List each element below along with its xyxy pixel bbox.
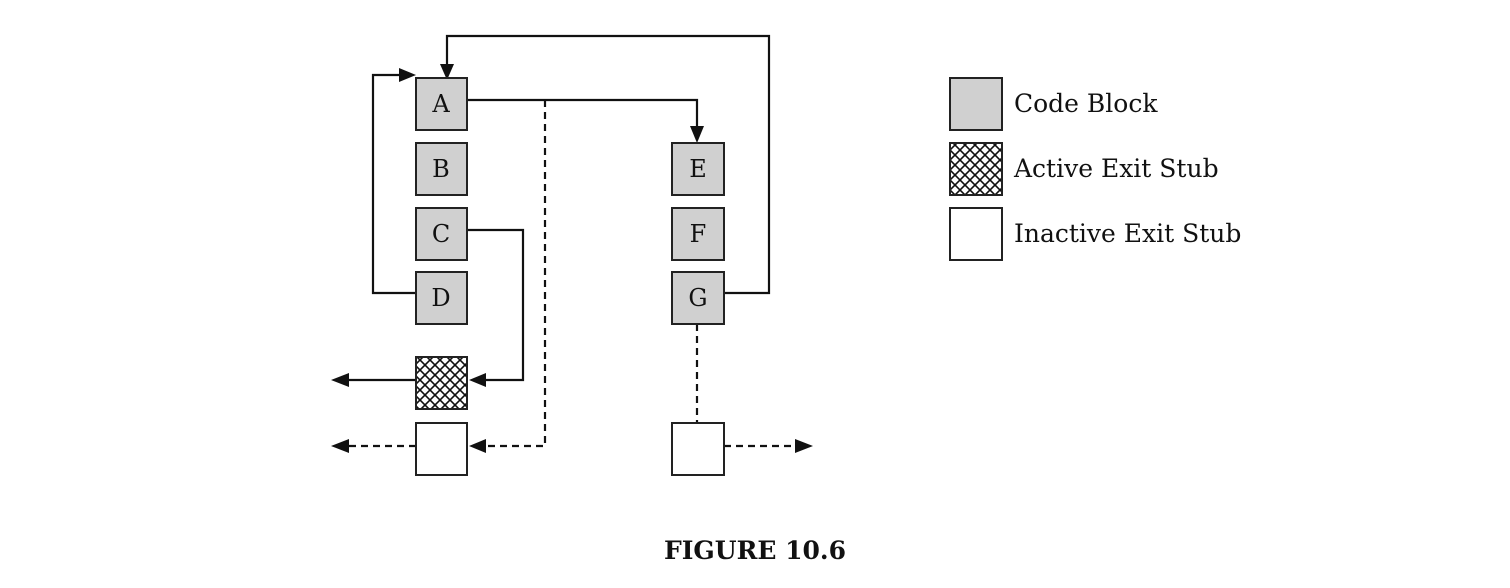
- edge-g-to-a: [445, 34, 771, 295]
- arrowhead-into-a-top: [440, 64, 454, 80]
- code-block-c: C: [415, 207, 468, 261]
- legend-swatch-inactive-exit-stub: [949, 207, 1003, 261]
- code-block-a: A: [415, 77, 468, 131]
- legend-swatch-code-block: [949, 77, 1003, 131]
- code-block-d: D: [415, 271, 468, 325]
- arrowhead-into-inactive-stub: [469, 439, 486, 453]
- edge-c-to-active-stub: [467, 228, 525, 382]
- code-block-e: E: [671, 142, 725, 196]
- code-block-g: G: [671, 271, 725, 325]
- legend: Code Block Active Exit Stub Inactive Exi…: [949, 77, 1241, 261]
- inactive-exit-stub-left: [415, 422, 468, 476]
- code-block-f: F: [671, 207, 725, 261]
- legend-label-inactive-exit-stub: Inactive Exit Stub: [1014, 219, 1241, 248]
- block-label-f: F: [690, 220, 707, 248]
- legend-label-active-exit-stub: Active Exit Stub: [1013, 154, 1219, 183]
- block-label-e: E: [689, 155, 707, 183]
- figure-caption: FIGURE 10.6: [663, 536, 847, 565]
- block-label-a: A: [431, 90, 450, 118]
- block-label-b: B: [432, 155, 450, 183]
- edge-a-to-inactive-stub: [484, 100, 547, 448]
- arrowhead-into-e: [690, 126, 704, 143]
- inactive-exit-stub-right: [671, 422, 725, 476]
- arrowhead-into-active-stub: [469, 373, 486, 387]
- block-label-c: C: [432, 220, 450, 248]
- legend-label-code-block: Code Block: [1014, 89, 1158, 118]
- arrowhead-active-stub-out: [331, 373, 349, 387]
- edge-a-to-e: [467, 98, 699, 128]
- arrowhead-into-a-left: [399, 68, 416, 82]
- arrowhead-inactive-stub-out-right: [795, 439, 813, 453]
- legend-swatch-active-exit-stub: [949, 142, 1003, 196]
- arrowhead-inactive-stub-out-left: [331, 439, 349, 453]
- code-block-b: B: [415, 142, 468, 196]
- edge-d-to-a: [371, 73, 417, 295]
- block-label-d: D: [431, 284, 450, 312]
- block-label-g: G: [688, 284, 707, 312]
- active-exit-stub: [415, 356, 468, 410]
